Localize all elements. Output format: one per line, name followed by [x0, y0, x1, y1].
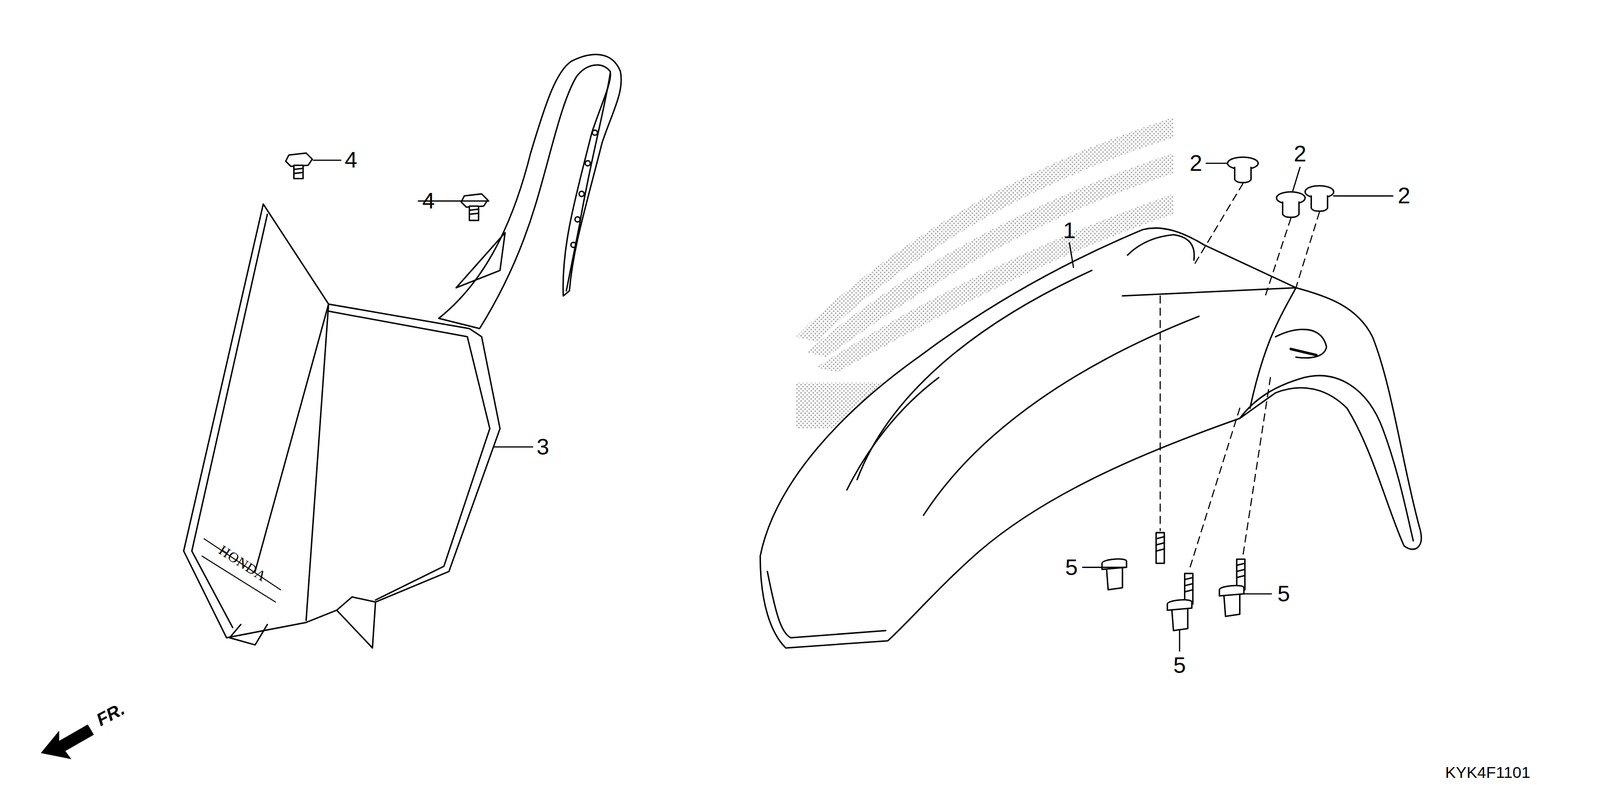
callout-number: 4 — [422, 189, 435, 213]
callout-number: 5 — [1277, 582, 1290, 606]
callout-number: 1 — [1063, 219, 1076, 242]
brand-logo: HONDA — [216, 542, 269, 584]
front-direction: FR. — [93, 699, 128, 729]
callout-number: 5 — [1173, 654, 1186, 677]
callout-number: 3 — [536, 435, 550, 459]
grommet — [1227, 157, 1335, 218]
callout-number: 2 — [1397, 184, 1411, 208]
callout-number: 2 — [1189, 152, 1203, 175]
number-plate — [183, 54, 622, 648]
front-fender — [760, 228, 1422, 648]
callout-number: 4 — [344, 148, 358, 172]
bolt — [1102, 532, 1246, 631]
front-arrow — [40, 724, 95, 760]
screw — [285, 152, 488, 221]
callout-number: 5 — [1064, 556, 1078, 579]
diagram-code: KYK4F1101 — [1445, 764, 1531, 781]
callout-number: 2 — [1293, 142, 1307, 166]
